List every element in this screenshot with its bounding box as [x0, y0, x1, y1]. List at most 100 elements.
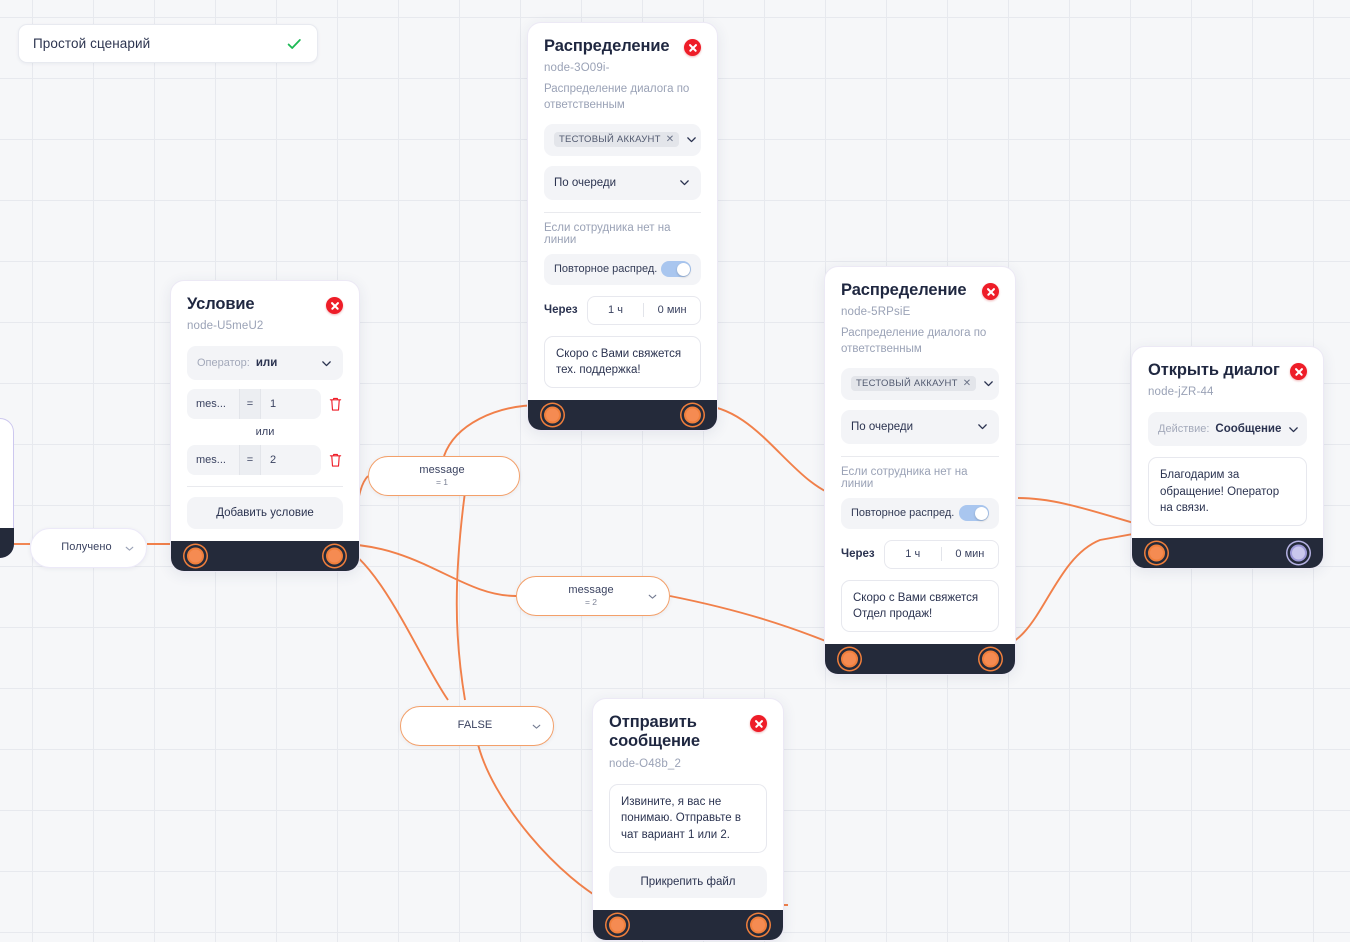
node-footer	[825, 644, 1015, 675]
delay-minutes-input[interactable]: 0 мин	[955, 548, 985, 560]
attach-file-button[interactable]: Прикрепить файл	[609, 865, 767, 898]
output-handle[interactable]	[684, 406, 701, 424]
output-handle[interactable]	[326, 547, 343, 565]
message-textarea[interactable]: Скоро с Вами свяжется Отдел продаж!	[841, 579, 999, 633]
close-icon[interactable]	[982, 283, 999, 300]
node-open-dialog[interactable]: Открыть диалог node-jZR-44 Действие: Соо…	[1131, 346, 1324, 570]
node-id: node-3O09i-	[544, 62, 610, 75]
scenario-name-box[interactable]: Простой сценарий	[18, 24, 318, 63]
chevron-down-icon[interactable]	[1287, 423, 1300, 436]
chevron-down-icon[interactable]	[530, 720, 543, 733]
delay-hours-input[interactable]: 1 ч	[608, 304, 623, 316]
message-textarea[interactable]: Скоро с Вами свяжется тех. поддержка!	[544, 335, 701, 389]
redistribute-toggle[interactable]	[661, 261, 691, 277]
delay-inputs[interactable]: 1 ч 0 мин	[586, 295, 701, 325]
edge-label-main: FALSE	[457, 719, 493, 732]
node-title: Открыть диалог	[1148, 361, 1280, 379]
condition-row: mes... = 1	[187, 389, 343, 420]
chevron-down-icon[interactable]	[678, 176, 691, 189]
node-condition[interactable]: Условие node-U5meU2 Оператор: или mes...…	[170, 280, 360, 573]
node-distribution-1[interactable]: Распределение node-3O09i- Распределение …	[527, 22, 718, 432]
edge-label-sub: = 2	[584, 596, 598, 607]
condition-operator[interactable]: =	[239, 445, 261, 476]
scenario-name-input[interactable]: Простой сценарий	[33, 36, 151, 51]
divider	[544, 211, 701, 213]
node-id: node-O48b_2	[609, 757, 681, 770]
edge-label-false[interactable]: FALSE	[400, 706, 554, 746]
delay-row: Через 1 ч 0 мин	[841, 539, 999, 569]
node-footer	[528, 400, 717, 431]
condition-value-input[interactable]: 2	[270, 454, 277, 467]
edge-label-text: FALSE	[458, 720, 493, 732]
node-title: Отправить сообщение	[609, 713, 701, 751]
node-body: Открыть диалог node-jZR-44 Действие: Соо…	[1132, 347, 1323, 538]
account-chip[interactable]: ТЕСТОВЫЙ АККАУНТ ✕	[851, 376, 977, 391]
node-send-message[interactable]: Отправить сообщение node-O48b_2 Извините…	[592, 698, 784, 941]
responsible-select[interactable]: ТЕСТОВЫЙ АККАУНТ ✕	[544, 123, 701, 156]
divider	[187, 486, 343, 488]
responsible-select[interactable]: ТЕСТОВЫЙ АККАУНТ ✕	[841, 367, 999, 400]
delay-minutes-input[interactable]: 0 мин	[657, 304, 687, 316]
delay-inputs[interactable]: 1 ч 0 мин	[883, 539, 999, 569]
edge-label-main: message	[419, 464, 465, 477]
output-handle[interactable]	[750, 916, 767, 934]
message-textarea[interactable]: Благодарим за обращение! Оператор на свя…	[1148, 457, 1307, 527]
condition-value-input[interactable]: 1	[270, 398, 277, 411]
node-header: Распределение	[544, 37, 701, 56]
node-footer	[171, 541, 359, 572]
action-label: Действие:	[1158, 423, 1210, 436]
redistribute-toggle[interactable]	[959, 505, 989, 521]
node-footer	[593, 909, 783, 940]
edge-label-message-2[interactable]: message = 2	[516, 576, 670, 616]
edge-label-message-1[interactable]: message = 1	[368, 456, 520, 496]
chip-remove-icon[interactable]: ✕	[962, 378, 972, 389]
close-icon[interactable]	[684, 39, 701, 56]
redistribute-toggle-row[interactable]: Повторное распред.	[841, 497, 999, 529]
input-handle[interactable]	[841, 650, 858, 668]
action-value: Сообщение	[1215, 423, 1282, 436]
chevron-down-icon[interactable]	[646, 590, 659, 603]
chevron-down-icon[interactable]	[123, 542, 136, 555]
trash-icon[interactable]	[328, 396, 343, 412]
action-select[interactable]: Действие: Сообщение	[1148, 412, 1307, 447]
account-chip-label: ТЕСТОВЫЙ АККАУНТ	[856, 378, 958, 389]
offline-hint: Если сотрудника нет на линии	[544, 221, 671, 246]
distribution-mode-select[interactable]: По очереди	[841, 409, 999, 444]
edge-label-text: Получено	[61, 542, 112, 554]
input-handle[interactable]	[1148, 544, 1165, 562]
input-handle[interactable]	[187, 547, 204, 565]
input-handle[interactable]	[609, 916, 626, 934]
input-handle[interactable]	[544, 406, 561, 424]
distribution-mode-select[interactable]: По очереди	[544, 165, 701, 200]
chevron-down-icon[interactable]	[982, 377, 995, 390]
node-body: Распределение node-3O09i- Распределение …	[528, 23, 717, 400]
edge-label-main: Получено	[61, 541, 112, 554]
add-condition-button[interactable]: Добавить условие	[187, 497, 343, 530]
delay-hours-input[interactable]: 1 ч	[905, 548, 921, 560]
edge-label-received[interactable]: Получено	[30, 528, 147, 568]
node-title: Распределение	[841, 281, 967, 299]
output-handle[interactable]	[982, 650, 999, 668]
condition-fields[interactable]: mes... = 1	[187, 389, 321, 420]
trash-icon[interactable]	[328, 452, 343, 468]
condition-operator[interactable]: =	[239, 389, 261, 420]
close-icon[interactable]	[1290, 363, 1307, 380]
close-icon[interactable]	[326, 297, 343, 314]
condition-key-input[interactable]: mes...	[196, 454, 226, 467]
chevron-down-icon[interactable]	[496, 470, 509, 483]
message-textarea[interactable]: Извините, я вас не понимаю. Отправьте в …	[609, 783, 767, 853]
chevron-down-icon[interactable]	[685, 133, 698, 146]
account-chip[interactable]: ТЕСТОВЫЙ АККАУНТ ✕	[554, 132, 680, 147]
node-distribution-2[interactable]: Распределение node-5RPsiE Распределение …	[824, 266, 1016, 676]
operator-select[interactable]: Оператор: или	[187, 346, 343, 381]
chevron-down-icon[interactable]	[976, 420, 989, 433]
chevron-down-icon[interactable]	[320, 357, 333, 370]
condition-key-input[interactable]: mes...	[196, 398, 226, 411]
output-handle[interactable]	[1290, 544, 1307, 562]
node-id: node-5RPsiE	[841, 306, 911, 319]
condition-fields[interactable]: mes... = 2	[187, 445, 321, 476]
chip-remove-icon[interactable]: ✕	[665, 134, 675, 145]
redistribute-toggle-row[interactable]: Повторное распред.	[544, 253, 701, 285]
close-icon[interactable]	[750, 715, 767, 732]
